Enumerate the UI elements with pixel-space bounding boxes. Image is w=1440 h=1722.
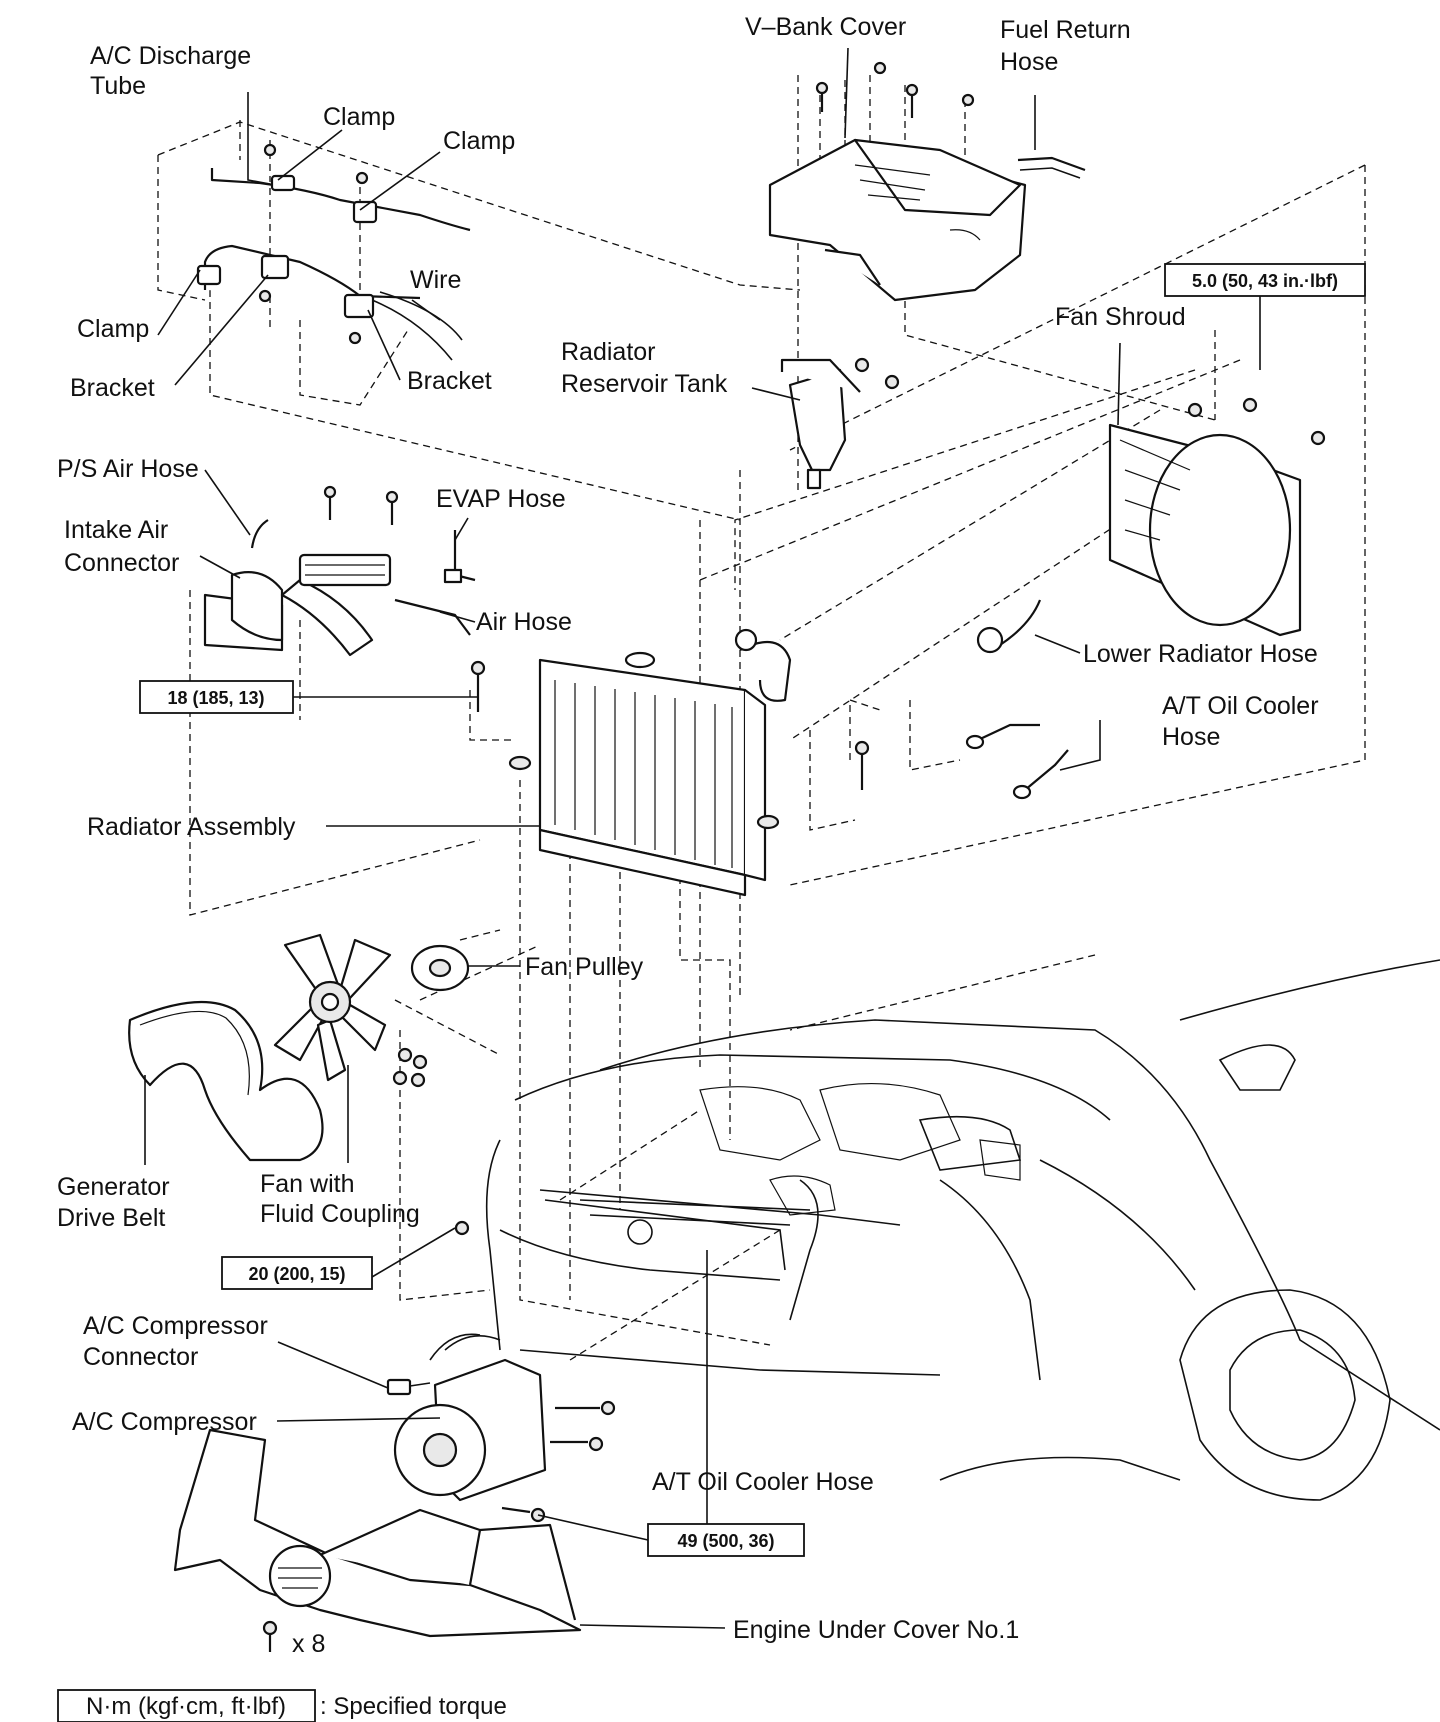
label-at-oil-cooler-hose-right: A/T Oil Cooler [1162, 692, 1319, 720]
label-bolt-count: x 8 [292, 1630, 325, 1658]
legend-description: : Specified torque [320, 1693, 507, 1720]
fan-with-fluid-coupling [273, 933, 392, 1082]
label-intake-air-connector: Intake Air [64, 516, 168, 544]
generator-drive-belt [128, 1000, 324, 1162]
clamp-icon [196, 143, 378, 345]
label-fan-shroud: Fan Shroud [1055, 303, 1186, 331]
label-v-bank-cover: V–Bank Cover [745, 13, 906, 41]
nut-icon [392, 1047, 470, 1236]
radiator-reservoir-tank [780, 357, 900, 490]
label-clamp-top: Clamp [323, 103, 395, 131]
bolt-icon [323, 485, 399, 525]
label-at-oil-cooler-hose-bottom: A/T Oil Cooler Hose [652, 1468, 874, 1496]
air-hose [394, 598, 471, 636]
ac-compressor-connector [386, 1378, 431, 1396]
engine-bay [699, 1082, 1021, 1216]
label-ps-air-hose: P/S Air Hose [57, 455, 199, 483]
label-fuel-return-hose: Fuel Return [1000, 16, 1131, 44]
label-bracket-left: Bracket [70, 374, 155, 402]
label-ac-compressor: A/C Compressor [72, 1408, 257, 1436]
label-air-hose: Air Hose [476, 608, 572, 636]
label-radiator-assembly: Radiator Assembly [87, 813, 296, 841]
torque-legend: N·m (kgf·cm, ft·lbf) : Specified torque [57, 1689, 507, 1722]
label-engine-under-cover: Engine Under Cover No.1 [733, 1616, 1019, 1644]
ac-discharge-tube [203, 168, 471, 361]
fan-pulley [410, 944, 470, 992]
svg-text:5.0 (50, 43 in.·lbf): 5.0 (50, 43 in.·lbf) [1192, 271, 1338, 291]
label-radiator-reservoir-tank: Radiator [561, 338, 656, 366]
legend-unit: N·m (kgf·cm, ft·lbf) [86, 1693, 286, 1720]
label-wire: Wire [410, 266, 461, 294]
label-lower-radiator-hose: Lower Radiator Hose [1083, 640, 1318, 668]
label-bracket-right: Bracket [407, 367, 492, 395]
at-oil-cooler-hose [965, 723, 1069, 800]
svg-text:20 (200, 15): 20 (200, 15) [248, 1264, 345, 1284]
intake-air-connector [203, 553, 392, 657]
leader-lines [144, 47, 1261, 1629]
radiator-assembly [470, 651, 870, 897]
svg-text:18 (185, 13): 18 (185, 13) [167, 688, 264, 708]
bolt-icon [262, 1620, 278, 1652]
label-ac-discharge-tube-2: Tube [90, 72, 146, 100]
label-ac-discharge-tube: A/C Discharge [90, 42, 251, 70]
label-clamp-right: Clamp [443, 127, 515, 155]
label-intake-air-connector-2: Connector [64, 549, 179, 577]
label-at-oil-cooler-hose-right-2: Hose [1162, 723, 1220, 751]
label-evap-hose: EVAP Hose [436, 485, 566, 513]
fuel-return-hose [1017, 156, 1086, 179]
label-radiator-reservoir-tank-2: Reservoir Tank [561, 370, 728, 398]
torque-spec-box-fan-shroud: 5.0 (50, 43 in.·lbf) [1164, 263, 1366, 297]
label-fan-with-fluid-coupling: Fan with [260, 1170, 354, 1198]
label-generator-drive-belt-2: Drive Belt [57, 1204, 165, 1232]
callout-labels: A/C Discharge Tube Clamp Clamp Clamp Bra… [57, 13, 1319, 1658]
label-fan-pulley: Fan Pulley [525, 953, 644, 981]
label-fan-with-fluid-coupling-2: Fluid Coupling [260, 1200, 420, 1228]
label-ac-compressor-connector-2: Connector [83, 1343, 198, 1371]
vehicle-outline [485, 959, 1440, 1501]
ps-air-hose [250, 519, 269, 549]
engine-under-cover [173, 1428, 582, 1638]
torque-spec-box-compressor: 49 (500, 36) [647, 1523, 805, 1557]
v-bank-cover [768, 138, 1027, 302]
label-fuel-return-hose-2: Hose [1000, 48, 1058, 76]
svg-text:49 (500, 36): 49 (500, 36) [677, 1531, 774, 1551]
label-generator-drive-belt: Generator [57, 1173, 170, 1201]
fan-shroud [1108, 397, 1326, 637]
torque-spec-box-fan-coupling: 20 (200, 15) [221, 1256, 373, 1290]
label-clamp-left: Clamp [77, 315, 149, 343]
evap-hose [443, 530, 476, 584]
torque-spec-box-radiator: 18 (185, 13) [139, 680, 294, 714]
lower-radiator-hose [976, 599, 1042, 654]
bolt-icon [815, 61, 975, 118]
label-ac-compressor-connector: A/C Compressor [83, 1312, 268, 1340]
upper-radiator-hose [734, 628, 792, 702]
ac-compressor [393, 1333, 616, 1523]
